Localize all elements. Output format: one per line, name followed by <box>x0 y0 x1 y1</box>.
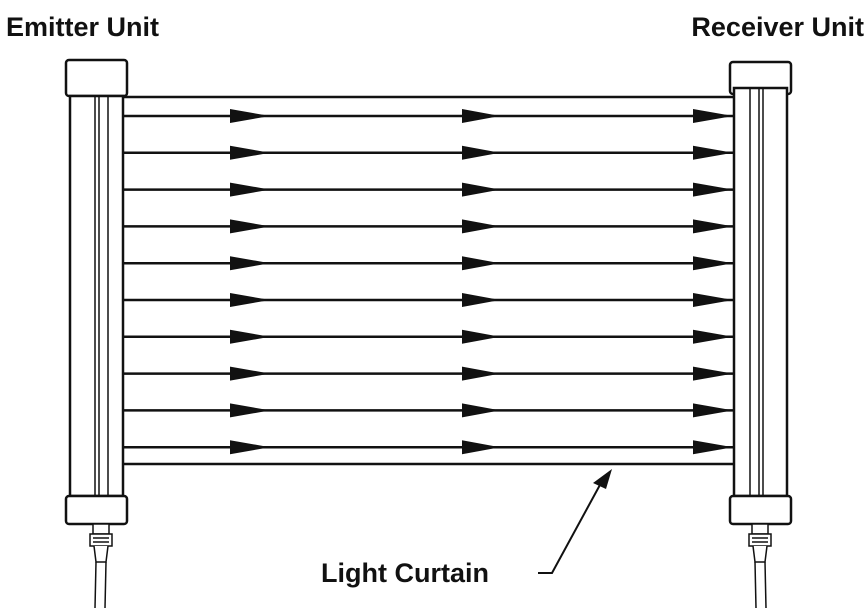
light-curtain-callout <box>538 469 612 574</box>
beam-arrowhead <box>230 366 270 381</box>
beam-arrowhead <box>230 219 270 234</box>
beam-arrowhead <box>693 256 733 271</box>
beam-arrowhead <box>462 145 500 160</box>
light-beams <box>124 109 733 455</box>
beam-arrowhead <box>230 293 270 307</box>
beam-arrowhead <box>462 182 500 197</box>
emitter-body <box>68 94 125 498</box>
beam-arrowhead <box>693 293 733 307</box>
beam-arrowhead <box>230 182 270 197</box>
beam-arrowhead <box>230 145 270 160</box>
beam-arrowhead <box>462 293 500 307</box>
beam-arrowhead <box>462 219 500 234</box>
beam-arrowhead <box>230 109 270 123</box>
light-curtain-label: Light Curtain <box>321 558 489 588</box>
emitter-unit <box>64 58 129 608</box>
receiver-unit-label: Receiver Unit <box>691 12 864 42</box>
beam-arrowhead <box>693 182 733 197</box>
emitter-unit-label: Emitter Unit <box>6 12 159 42</box>
emitter-connector <box>89 523 113 608</box>
beam-arrowhead <box>462 366 500 381</box>
beam-arrowhead <box>693 329 733 344</box>
beam-arrowhead <box>230 403 270 418</box>
emitter-top-cap <box>64 58 129 98</box>
beam-arrowhead <box>693 109 733 123</box>
beam-arrowhead <box>462 109 500 123</box>
beam-arrowhead <box>693 403 733 418</box>
beam-arrowhead <box>462 329 500 344</box>
beam-arrowhead <box>693 440 733 455</box>
emitter-bottom-cap <box>64 494 129 526</box>
beam-arrowhead <box>693 145 733 160</box>
beam-arrowhead <box>230 440 270 455</box>
callout-leader-line <box>538 482 602 574</box>
receiver-bottom-cap <box>728 494 793 526</box>
beam-arrowhead <box>230 329 270 344</box>
beam-arrowhead <box>462 440 500 455</box>
receiver-unit <box>728 60 793 608</box>
beam-arrowhead <box>693 366 733 381</box>
beam-arrowhead <box>693 219 733 234</box>
beam-arrowhead <box>462 403 500 418</box>
beam-arrowhead <box>230 256 270 271</box>
callout-arrowhead <box>593 469 612 489</box>
receiver-body <box>732 86 789 498</box>
receiver-connector <box>748 523 772 608</box>
beam-arrowhead <box>462 256 500 271</box>
curtain-frame <box>124 95 733 466</box>
